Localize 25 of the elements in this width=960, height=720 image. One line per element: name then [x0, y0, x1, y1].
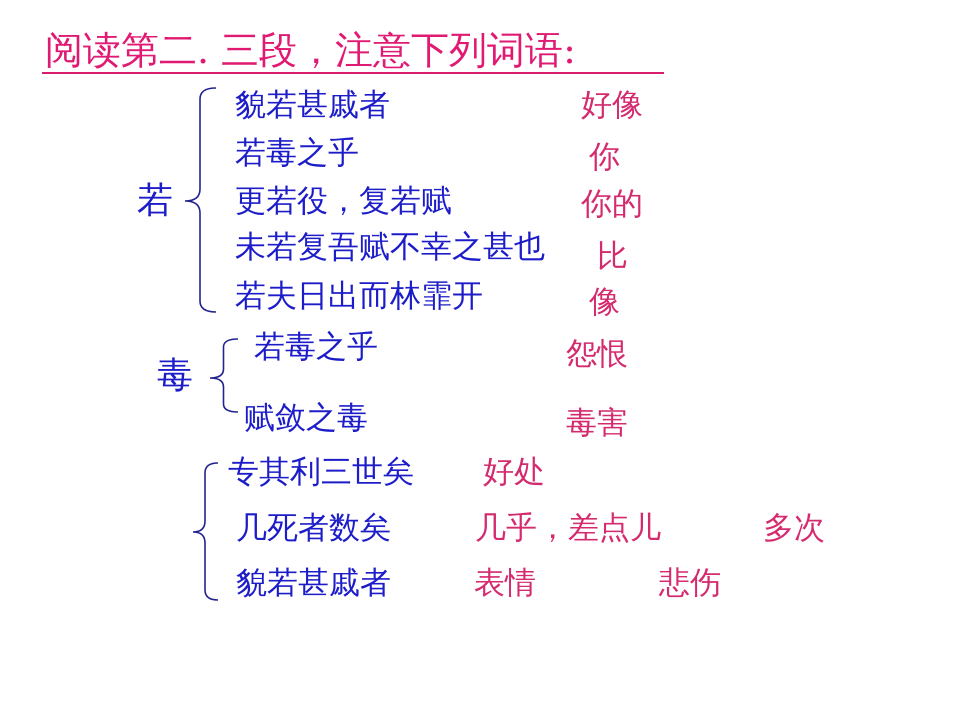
classical-phrase: 未若复吾赋不幸之甚也 [235, 232, 545, 262]
classical-phrase: 专其利三世矣 [228, 456, 414, 488]
meaning-note: 你的 [581, 188, 643, 220]
classical-phrase: 若毒之乎 [235, 138, 359, 168]
meaning-note: 好像 [581, 90, 643, 120]
meaning-note: 像 [589, 286, 620, 318]
classical-phrase: 貌若甚戚者 [235, 90, 390, 120]
meaning-note: 好处 [483, 456, 545, 488]
meaning-note: 多次 [763, 512, 825, 544]
classical-phrase: 貌若甚戚者 [236, 568, 391, 598]
key-character: 毒 [157, 358, 193, 394]
meaning-note: 你 [589, 142, 620, 172]
meaning-note: 怨恨 [566, 338, 628, 370]
classical-phrase: 赋敛之毒 [244, 402, 368, 434]
classical-phrase: 若夫日出而林霏开 [235, 280, 483, 312]
meaning-note: 表情 [474, 568, 536, 598]
meaning-note: 几乎，差点儿 [475, 512, 661, 544]
meaning-note: 比 [597, 240, 628, 272]
classical-phrase: 几死者数矣 [236, 512, 391, 544]
meaning-note: 悲伤 [659, 568, 721, 598]
heading: 阅读第二. 三段，注意下列词语: [42, 28, 664, 74]
meaning-note: 毒害 [566, 408, 628, 438]
classical-phrase: 更若役，复若赋 [235, 186, 452, 216]
key-character: 若 [137, 183, 173, 219]
classical-phrase: 若毒之乎 [254, 332, 378, 362]
